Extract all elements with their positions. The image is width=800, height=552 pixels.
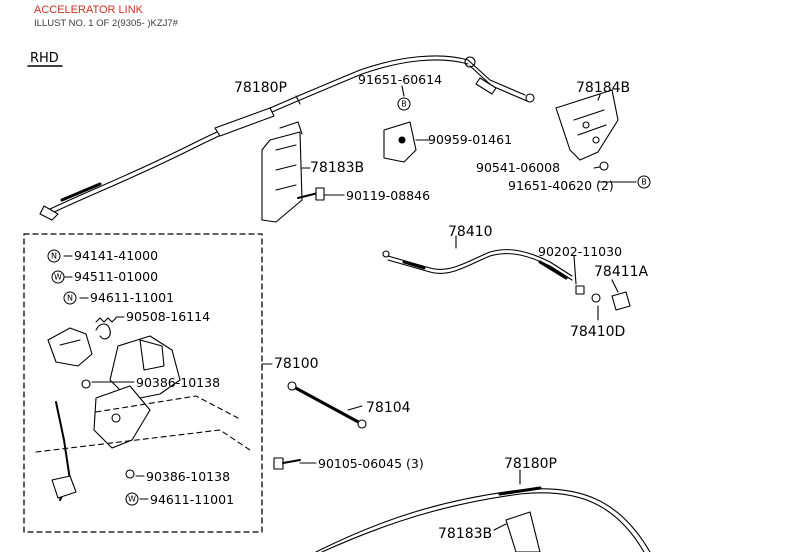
part-label-90386-10138-a: 90386-10138 — [136, 375, 220, 390]
part-label-94141-41000: 94141-41000 — [74, 248, 158, 263]
part-label-90541-06008: 90541-06008 — [476, 160, 560, 175]
part-label-90119-08846: 90119-08846 — [346, 188, 430, 203]
part-label-78100: 78100 — [274, 356, 319, 372]
part-label-90508-16114: 90508-16114 — [126, 309, 210, 324]
part-label-78410: 78410 — [448, 224, 493, 240]
part-label-78410D: 78410D — [570, 324, 625, 340]
part-label-78183B-bottom: 78183B — [438, 526, 492, 542]
part-label-78104: 78104 — [366, 400, 411, 416]
top-cable-drawing — [39, 55, 535, 221]
marker-b-2: B — [641, 178, 647, 187]
part-label-91651-40620: 91651-40620 (2) — [508, 178, 614, 193]
bolt-90105-drawing — [273, 457, 317, 470]
markers — [47, 97, 651, 506]
part-label-78411A: 78411A — [594, 264, 649, 280]
bolt-90119-drawing — [297, 187, 345, 201]
spring-90508-drawing — [95, 317, 117, 323]
header-subtitle: ILLUST NO. 1 OF 2(9305- )KZJ7# — [34, 18, 178, 29]
clip-90959-drawing — [383, 121, 431, 163]
part-label-94511-01000: 94511-01000 — [74, 269, 158, 284]
part-label-90959-01461: 90959-01461 — [428, 132, 512, 147]
rhd-tag: RHD — [30, 51, 59, 66]
part-label-90386-10138-b: 90386-10138 — [146, 469, 230, 484]
rod-78104-drawing — [287, 381, 367, 429]
cable-78410-drawing — [382, 249, 631, 311]
bottom-cable-drawing — [315, 486, 651, 552]
part-label-90202-11030: 90202-11030 — [538, 244, 622, 259]
part-label-78180P-bottom: 78180P — [504, 456, 557, 472]
bracket-78183B-drawing — [261, 121, 303, 223]
header-title: ACCELERATOR LINK — [34, 4, 144, 16]
part-label-78184B: 78184B — [576, 80, 630, 96]
marker-w-2: W — [128, 495, 136, 504]
marker-n-2: N — [67, 294, 73, 303]
throttle-link-drawing — [35, 323, 251, 501]
part-label-90105-06045: 90105-06045 (3) — [318, 456, 424, 471]
marker-w-1: W — [54, 273, 62, 282]
part-label-94611-11001-b: 94611-11001 — [150, 492, 234, 507]
marker-b-1: B — [401, 100, 407, 109]
part-label-91651-60614: 91651-60614 — [358, 72, 442, 87]
leader-lines — [63, 85, 637, 531]
nut-90541-drawing — [599, 161, 609, 171]
part-label-78180P-top: 78180P — [234, 80, 287, 96]
bracket-78184B-drawing — [555, 89, 619, 161]
assembly-78100-box — [23, 233, 263, 533]
part-label-78183B-top: 78183B — [310, 160, 364, 176]
part-label-94611-11001-a: 94611-11001 — [90, 290, 174, 305]
marker-n-1: N — [51, 252, 57, 261]
